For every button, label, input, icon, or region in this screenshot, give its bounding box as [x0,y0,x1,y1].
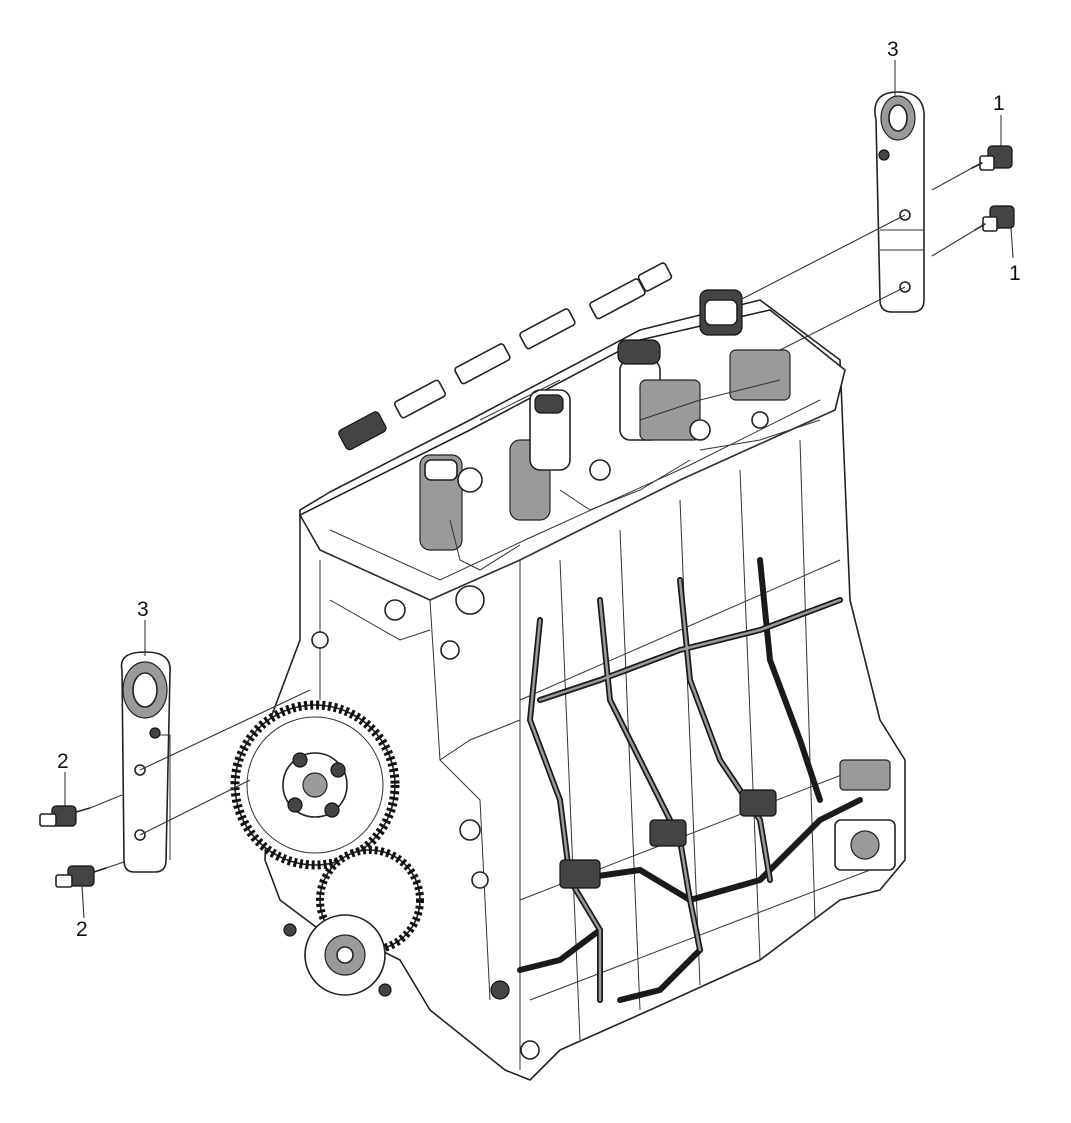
stud-lower [55,865,107,888]
lifting-bracket-left [120,651,171,873]
timing-gear [230,700,400,870]
bolt-upper [971,145,1013,171]
callout-1-lower: 1 [1009,262,1021,285]
stud-upper [39,805,91,827]
bolt-lower [974,205,1015,232]
callout-leaders [64,60,1014,919]
lifting-bracket-top [874,91,925,313]
assembly-lines [89,167,976,869]
callout-2-upper: 2 [57,750,69,773]
engine-assembly [230,262,906,1081]
front-bosses [311,585,540,1060]
top-components [338,262,821,571]
callout-2-lower: 2 [76,918,88,941]
crank-gear [283,846,424,997]
front-face [299,520,521,1070]
wiring-harness [517,557,896,1003]
callout-1-upper: 1 [993,92,1005,115]
callout-3-top: 3 [887,38,899,61]
callout-3-left: 3 [137,598,149,621]
